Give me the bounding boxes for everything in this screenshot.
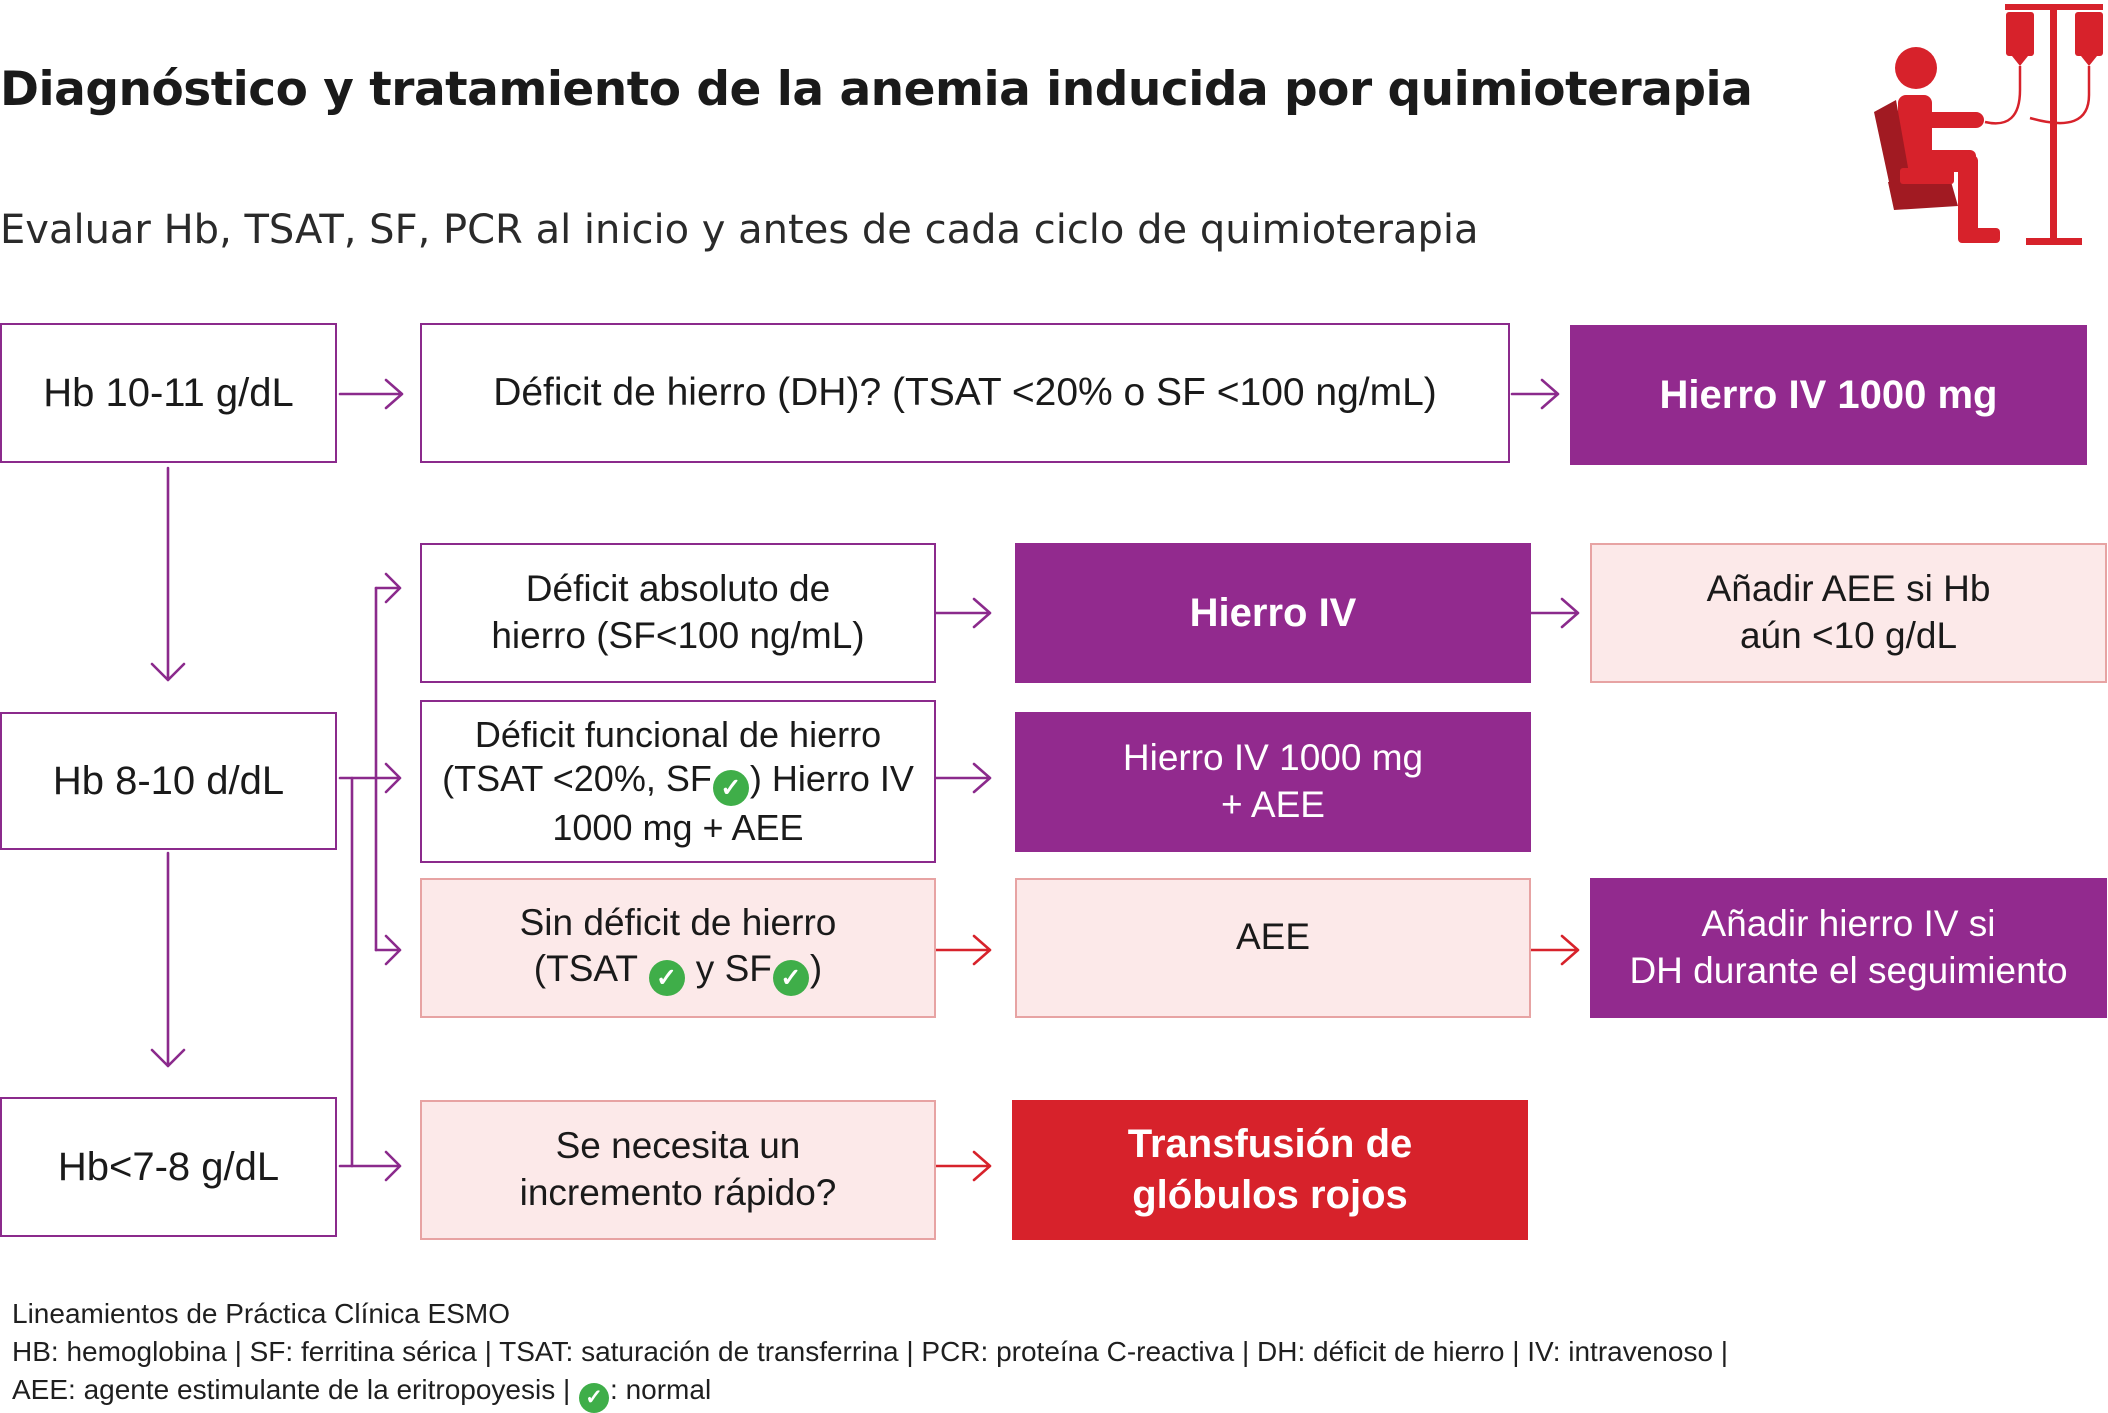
arrow-sindeficit-to-aee bbox=[934, 934, 992, 966]
chemotherapy-patient-icon bbox=[1874, 4, 2103, 245]
box-incremento-line1: Se necesita un bbox=[555, 1125, 801, 1167]
box-sin-deficit-line2b: y SF bbox=[685, 948, 772, 990]
footnote-abbreviations-1: HB: hemoglobina | SF: ferritina sérica |… bbox=[12, 1336, 1729, 1367]
box-hb-7-8-label: Hb<7-8 g/dL bbox=[57, 1144, 280, 1189]
arrow-dh-to-hierro1000 bbox=[1510, 378, 1560, 410]
box-transfusion-line1: Transfusión de bbox=[1127, 1122, 1413, 1167]
box-dh-question: Déficit de hierro (DH)? (TSAT <20% o SF … bbox=[420, 323, 1510, 463]
box-deficit-funcional-line1: Déficit funcional de hierro bbox=[474, 714, 882, 756]
footnote-source: Lineamientos de Práctica Clínica ESMO bbox=[12, 1298, 510, 1329]
box-deficit-funcional: Déficit funcional de hierro (TSAT <20%, … bbox=[420, 700, 936, 863]
box-deficit-absoluto-line1: Déficit absoluto de bbox=[525, 568, 831, 610]
box-sin-deficit-line2c: ) bbox=[809, 948, 823, 990]
box-anadir-aee: Añadir AEE si Hb aún <10 g/dL bbox=[1590, 543, 2107, 683]
box-incremento: Se necesita un incremento rápido? bbox=[420, 1100, 936, 1240]
page-subtitle: Evaluar Hb, TSAT, SF, PCR al inicio y an… bbox=[0, 207, 1479, 253]
box-sin-deficit: Sin déficit de hierro (TSAT ✓ y SF✓) bbox=[420, 878, 936, 1018]
arrow-aee-to-anadirhierro bbox=[1528, 934, 1580, 966]
box-hb-8-10-label: Hb 8-10 d/dL bbox=[52, 758, 285, 803]
box-deficit-absoluto: Déficit absoluto de hierro (SF<100 ng/mL… bbox=[420, 543, 936, 683]
box-hierro-iv: Hierro IV bbox=[1015, 543, 1531, 683]
box-incremento-line2: incremento rápido? bbox=[519, 1172, 837, 1213]
box-hb-7-8: Hb<7-8 g/dL bbox=[0, 1097, 337, 1237]
box-anadir-aee-line1: Añadir AEE si Hb bbox=[1706, 568, 1991, 610]
box-hb-8-10: Hb 8-10 d/dL bbox=[0, 712, 337, 850]
box-anadir-hierro-line2: DH durante el seguimiento bbox=[1629, 950, 2068, 991]
box-hb-10-11: Hb 10-11 g/dL bbox=[0, 323, 337, 463]
check-icon: ✓ bbox=[648, 960, 685, 997]
arrow-down-2 bbox=[150, 851, 186, 1068]
box-hb-10-11-label: Hb 10-11 g/dL bbox=[43, 370, 294, 415]
check-icon: ✓ bbox=[579, 1383, 610, 1413]
box-anadir-aee-line2: aún <10 g/dL bbox=[1739, 615, 1958, 656]
box-aee-label: AEE bbox=[1235, 916, 1311, 957]
arrow-down-1 bbox=[150, 466, 186, 682]
arrow-incremento-to-transfusion bbox=[934, 1150, 992, 1182]
box-transfusion-line2: glóbulos rojos bbox=[1132, 1173, 1408, 1217]
footnote-abbreviations-2: AEE: agente estimulante de la eritropoye… bbox=[12, 1374, 711, 1413]
arrow-absoluto-to-hierroiv bbox=[934, 597, 992, 629]
box-hierro-iv-aee-line1: Hierro IV 1000 mg bbox=[1122, 737, 1424, 779]
box-deficit-funcional-line2a: (TSAT <20%, SF bbox=[442, 758, 712, 799]
footnote-abbreviations-2a: AEE: agente estimulante de la eritropoye… bbox=[12, 1374, 579, 1405]
box-hierro-iv-aee: Hierro IV 1000 mg + AEE bbox=[1015, 712, 1531, 852]
box-deficit-absoluto-line2: hierro (SF<100 ng/mL) bbox=[491, 615, 865, 656]
page-title: Diagnóstico y tratamiento de la anemia i… bbox=[0, 62, 1753, 117]
box-anadir-hierro: Añadir hierro IV si DH durante el seguim… bbox=[1590, 878, 2107, 1018]
check-icon: ✓ bbox=[712, 770, 749, 806]
box-hierro-iv-1000: Hierro IV 1000 mg bbox=[1570, 325, 2087, 465]
box-transfusion: Transfusión de glóbulos rojos bbox=[1012, 1100, 1528, 1240]
box-hierro-iv-aee-line2: + AEE bbox=[1221, 784, 1325, 825]
box-deficit-funcional-line2b: ) Hierro IV bbox=[749, 758, 914, 799]
box-sin-deficit-line2a: (TSAT bbox=[533, 948, 648, 990]
arrow-hierroiv-to-anadiraee bbox=[1528, 597, 1580, 629]
arrow-funcional-to-hierroaee bbox=[934, 762, 992, 794]
box-deficit-funcional-line3: 1000 mg + AEE bbox=[552, 807, 804, 848]
box-anadir-hierro-line1: Añadir hierro IV si bbox=[1701, 903, 1996, 945]
arrow-hb1011-to-dh bbox=[338, 378, 404, 410]
box-hierro-iv-label: Hierro IV bbox=[1189, 590, 1357, 635]
check-icon: ✓ bbox=[772, 960, 809, 997]
footnote-abbreviations-2b: : normal bbox=[610, 1374, 712, 1405]
box-sin-deficit-line1: Sin déficit de hierro bbox=[519, 901, 837, 943]
box-aee: AEE bbox=[1015, 878, 1531, 1018]
box-hierro-iv-1000-label: Hierro IV 1000 mg bbox=[1659, 372, 1998, 417]
box-dh-question-label: Déficit de hierro (DH)? (TSAT <20% o SF … bbox=[493, 371, 1437, 415]
